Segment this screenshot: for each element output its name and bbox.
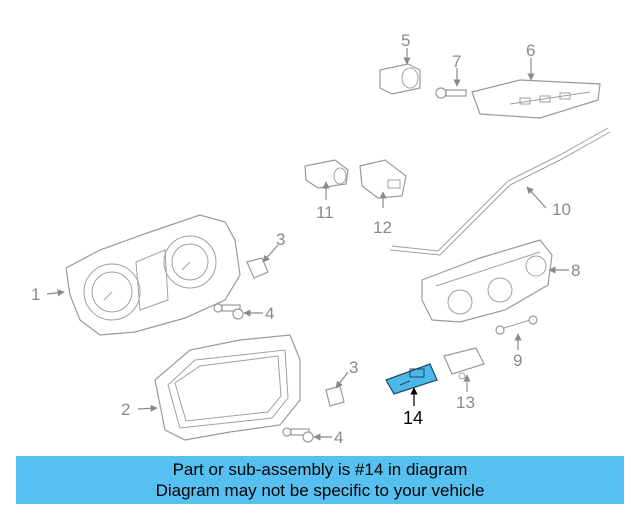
part-4-screw-lower: [282, 427, 314, 443]
callout-5: 5: [401, 31, 410, 50]
callout-14-highlighted: 14: [403, 408, 423, 428]
part-2-cluster-lens: [154, 334, 301, 441]
part-3-clip-upper: [246, 257, 269, 279]
part-13-module: [443, 347, 485, 380]
callout-9: 9: [513, 351, 522, 370]
part-14-highlighted-sensor: [385, 363, 438, 395]
callout-13: 13: [456, 393, 475, 412]
part-4-screw-upper: [213, 303, 244, 320]
callout-1: 1: [31, 285, 40, 304]
parts-diagram: 1 2 3 3 4 4 5 6 7 8 9 10 11 12 13 14: [31, 31, 611, 447]
part-11-socket: [304, 159, 349, 189]
callout-3-upper: 3: [276, 230, 285, 249]
part-6-switch-panel: [471, 79, 601, 119]
callout-8: 8: [571, 261, 580, 280]
part-10-cable: [389, 127, 611, 256]
callout-3-lower: 3: [349, 358, 358, 377]
part-5-switch-knob: [379, 63, 421, 95]
part-7-bolt: [435, 87, 467, 99]
callout-4-lower: 4: [334, 428, 343, 447]
banner-line-2: Diagram may not be specific to your vehi…: [155, 481, 485, 500]
callout-6: 6: [526, 41, 535, 60]
part-1-instrument-cluster: [65, 214, 241, 336]
banner-line-1: Part or sub-assembly is #14 in diagram: [172, 460, 468, 479]
callout-10: 10: [552, 200, 571, 219]
part-12-switch: [359, 159, 407, 199]
info-banner: Part or sub-assembly is #14 in diagram D…: [16, 456, 624, 504]
callout-11: 11: [316, 203, 334, 222]
part-3-clip-lower: [325, 385, 345, 407]
callout-7: 7: [452, 52, 461, 71]
callout-2: 2: [121, 400, 130, 419]
part-8-climate-control-panel: [421, 239, 553, 323]
part-9-connector: [495, 315, 538, 335]
callout-4-upper: 4: [265, 304, 274, 323]
callout-12: 12: [373, 218, 392, 237]
